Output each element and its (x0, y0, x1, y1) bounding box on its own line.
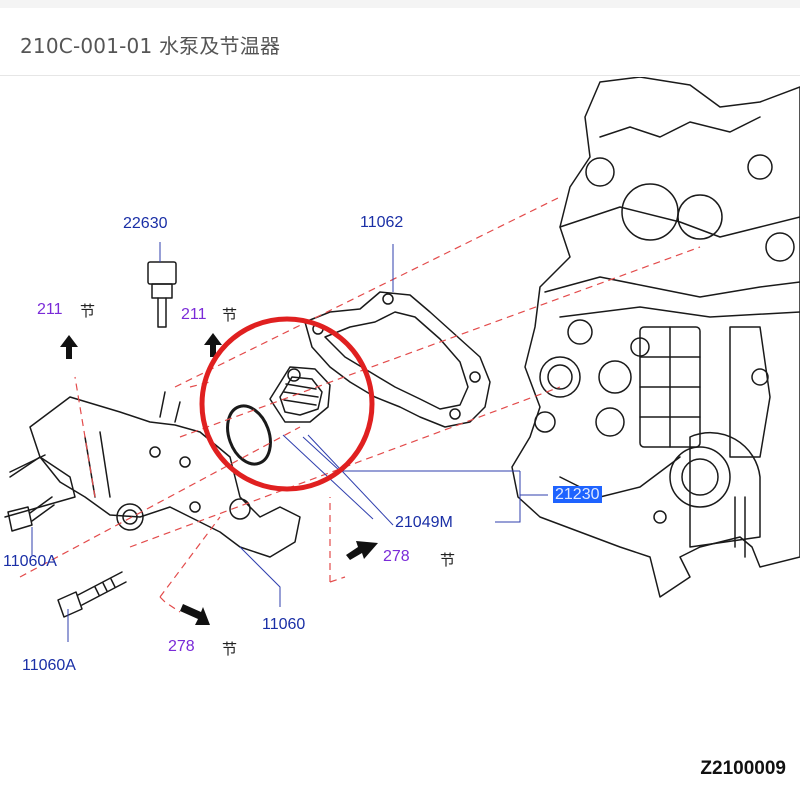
leader-lines (31, 242, 548, 642)
part-label-21230-text: 21230 (553, 486, 602, 503)
ref-label-278-right[interactable]: 278 (383, 548, 410, 565)
diagram-drawing (4, 77, 800, 642)
part-label-11060a-upper[interactable]: 11060A (3, 553, 57, 570)
page-title: 210C-001-01 水泵及节温器 (20, 34, 281, 58)
bolt-11060a-lower (57, 571, 127, 618)
part-label-21049m[interactable]: 21049M (395, 514, 453, 531)
arrow-278-right (346, 541, 378, 560)
section-char-211-right: 节 (222, 306, 238, 324)
highlight-circle (199, 316, 375, 492)
sensor-22630 (147, 261, 177, 328)
section-char-211-left: 节 (80, 302, 96, 320)
page-header: 210C-001-01 水泵及节温器 (0, 0, 800, 76)
arrow-278-left (180, 604, 210, 625)
ref-label-211-right[interactable]: 211 (181, 306, 207, 323)
o-ring-21049m (226, 404, 272, 466)
housing-11060 (4, 391, 301, 558)
arrow-211-right (204, 333, 222, 357)
ref-label-278-left[interactable]: 278 (168, 638, 195, 655)
engine-block (511, 77, 800, 598)
part-label-21230[interactable]: 21230 (553, 486, 602, 504)
thermostat-part (269, 366, 331, 423)
bolt-11060a-upper (7, 496, 55, 532)
ref-label-211-left[interactable]: 211 (37, 301, 63, 318)
part-label-11060a-lower[interactable]: 11060A (22, 657, 76, 674)
reference-arrows (60, 333, 378, 625)
gasket-11062 (304, 291, 491, 428)
part-label-22630[interactable]: 22630 (123, 215, 168, 232)
part-label-11060[interactable]: 11060 (262, 616, 306, 633)
section-char-278-left: 节 (222, 640, 238, 658)
part-label-11062[interactable]: 11062 (360, 214, 404, 231)
section-char-278-right: 节 (440, 551, 456, 569)
parts-diagram: 22630 11062 211 节 211 节 21230 21049M 278… (0, 77, 800, 800)
arrow-211-left (60, 335, 78, 359)
top-strip (0, 0, 800, 8)
drawing-code: Z2100009 (700, 758, 786, 779)
